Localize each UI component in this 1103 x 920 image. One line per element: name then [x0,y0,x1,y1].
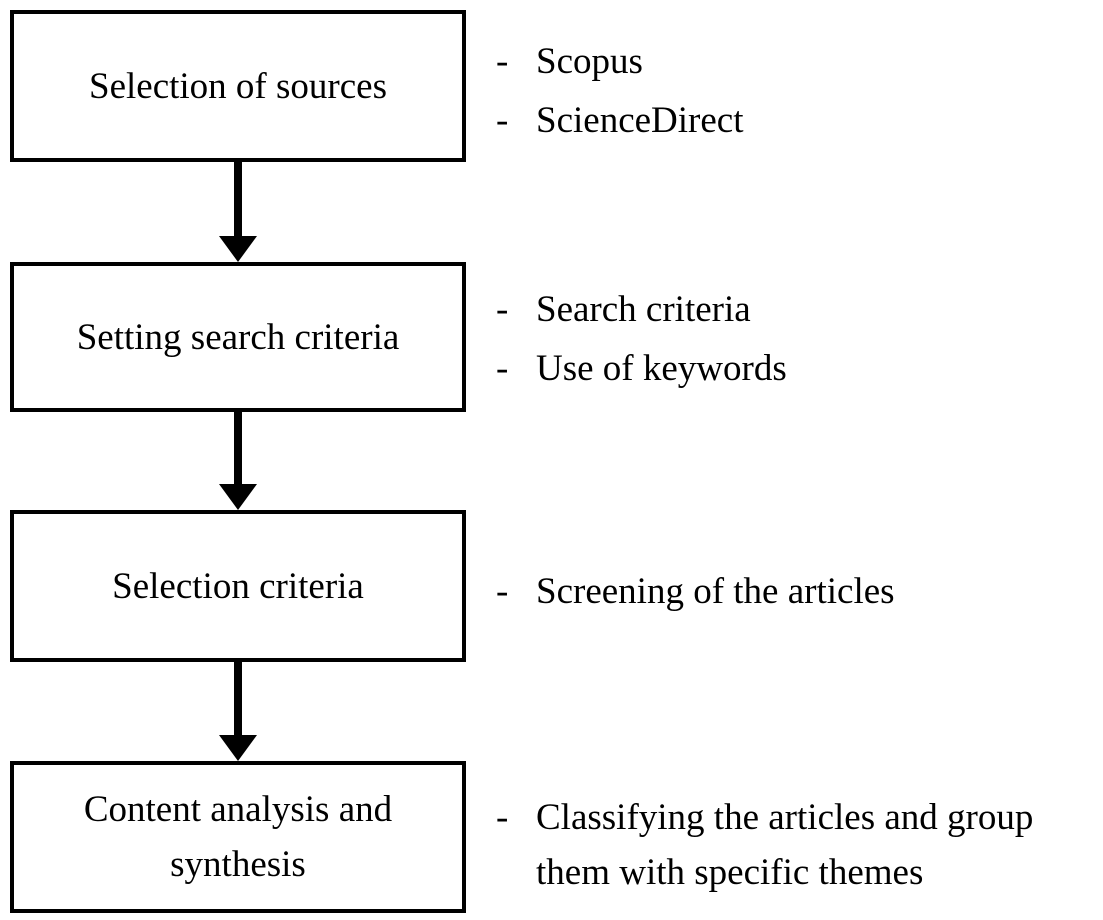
bullet-item: - Classifying the articles and group the… [496,790,1101,900]
bullet-item: - ScienceDirect [496,93,744,149]
bullet-list-content-analysis: - Classifying the articles and group the… [496,790,1101,900]
bullet-dash: - [496,100,509,141]
step-box-label: Selection criteria [112,565,364,607]
bullet-item: - Search criteria [496,282,787,338]
bullet-text: Search criteria [536,289,751,330]
bullet-text: Classifying the articles and group them … [536,797,1034,893]
step-box-selection-of-sources: Selection of sources [10,10,466,162]
bullet-text: Scopus [536,41,643,82]
bullet-item: - Screening of the articles [496,564,895,620]
bullet-dash: - [496,289,509,330]
bullet-dash: - [496,797,509,838]
bullet-list-sources: - Scopus - ScienceDirect [496,34,744,149]
bullet-dash: - [496,571,509,612]
down-arrow-head-icon-1 [219,236,257,262]
bullet-list-search-criteria: - Search criteria - Use of keywords [496,282,787,397]
bullet-dash: - [496,41,509,82]
down-arrow-shaft-3 [234,660,242,738]
step-box-label: Content analysis and synthesis [83,789,393,885]
bullet-list-selection-criteria: - Screening of the articles [496,564,895,620]
bullet-text: Screening of the articles [536,571,895,612]
bullet-item: - Scopus [496,34,744,90]
step-box-selection-criteria: Selection criteria [10,510,466,662]
bullet-dash: - [496,348,509,389]
down-arrow-shaft-2 [234,410,242,488]
step-box-content-analysis: Content analysis and synthesis [10,761,466,913]
bullet-item: - Use of keywords [496,341,787,397]
step-box-setting-search-criteria: Setting search criteria [10,262,466,412]
down-arrow-shaft-1 [234,160,242,238]
step-box-label: Selection of sources [89,65,387,107]
bullet-text: Use of keywords [536,348,787,389]
down-arrow-head-icon-2 [219,484,257,510]
step-box-label: Setting search criteria [76,316,400,358]
down-arrow-head-icon-3 [219,735,257,761]
bullet-text: ScienceDirect [536,100,744,141]
